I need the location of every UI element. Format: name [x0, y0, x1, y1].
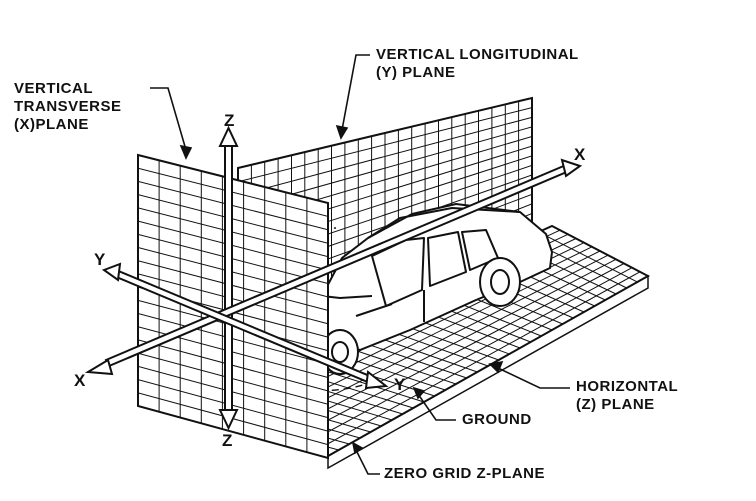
leader-lines	[150, 54, 570, 475]
grid-line	[312, 271, 641, 453]
grid-line	[238, 116, 532, 196]
horizontal-plane-label: HORIZONTAL (Z) PLANE	[576, 378, 678, 414]
horizontal-plane-line-1: HORIZONTAL	[576, 378, 679, 395]
vertical-longitudinal-label: VERTICAL LONGITUDINAL (Y) PLANE	[376, 46, 579, 82]
z-axis-top-label: Z	[224, 111, 235, 130]
y-axis	[101, 262, 389, 390]
vertical-longitudinal-line-2: (Y) PLANE	[376, 64, 456, 81]
horizontal-plane-line-2: (Z) PLANE	[576, 396, 655, 413]
vertical-transverse-line-1: VERTICAL	[14, 80, 93, 97]
vertical-longitudinal-line-1: VERTICAL LONGITUDINAL	[376, 46, 579, 63]
z-axis-bottom-label: Z	[222, 431, 233, 450]
zero-grid-label: ZERO GRID Z-PLANE	[384, 465, 545, 482]
grid-line	[238, 107, 532, 183]
grid-line	[282, 263, 625, 445]
ground-label: GROUND	[462, 411, 532, 428]
y-axis-left-label: Y	[94, 250, 106, 269]
vertical-transverse-label: VERTICAL TRANSVERSE (X)PLANE	[14, 80, 122, 134]
vertical-transverse-line-2: TRANSVERSE	[14, 98, 122, 115]
vertical-transverse-line-3: (X)PLANE	[14, 116, 89, 133]
x-axis-right-label: X	[574, 145, 586, 164]
x-axis-left-label: X	[74, 371, 86, 390]
grid-line	[297, 267, 633, 449]
y-axis-right-label: Y	[394, 375, 406, 394]
